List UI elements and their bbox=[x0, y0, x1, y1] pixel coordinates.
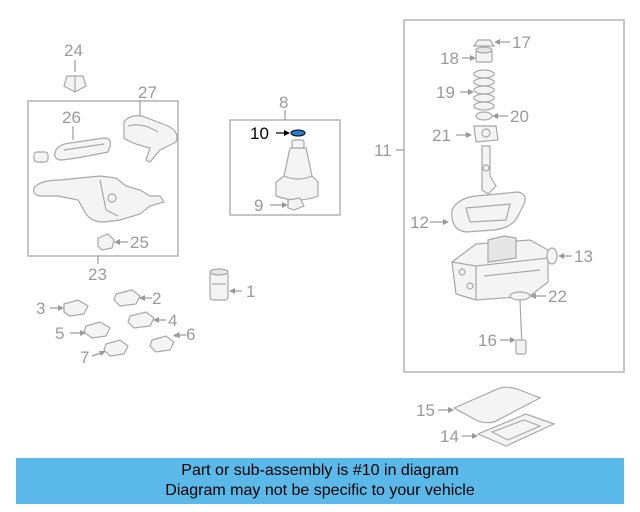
part-14-gasket[interactable] bbox=[462, 413, 556, 447]
part-21-pivot[interactable] bbox=[456, 125, 499, 143]
callout-23: 23 bbox=[88, 265, 107, 284]
banner-line-2: Diagram may not be specific to your vehi… bbox=[165, 482, 475, 499]
parking-brake-group-box bbox=[27, 100, 179, 257]
part-15-cover[interactable] bbox=[438, 386, 542, 424]
callout-4: 4 bbox=[168, 311, 177, 330]
part-9-shift-boot[interactable] bbox=[270, 139, 319, 211]
part-10-knob-insert[interactable] bbox=[276, 129, 306, 137]
part-19-spring[interactable] bbox=[460, 69, 495, 111]
part-23-parking-brake-lever[interactable] bbox=[33, 175, 165, 264]
callout-24: 24 bbox=[64, 41, 83, 60]
part-17-cap[interactable] bbox=[472, 39, 510, 47]
part-1-cylinder[interactable] bbox=[209, 268, 242, 301]
callout-21: 21 bbox=[432, 126, 451, 145]
part-7-switch[interactable] bbox=[91, 339, 129, 357]
shifter-housing[interactable] bbox=[451, 235, 549, 301]
callout-27: 27 bbox=[138, 83, 157, 102]
banner-line-1: Part or sub-assembly is #10 in diagram bbox=[181, 462, 459, 479]
callout-13: 13 bbox=[574, 247, 593, 266]
part-20-washer[interactable] bbox=[475, 111, 508, 121]
callout-16: 16 bbox=[478, 331, 497, 350]
part-27-trim-cover[interactable] bbox=[123, 100, 178, 163]
part-26-handle-grip[interactable] bbox=[33, 126, 111, 163]
callout-2: 2 bbox=[152, 289, 161, 308]
shift-lever-shaft[interactable] bbox=[481, 145, 497, 195]
callout-9: 9 bbox=[254, 196, 263, 215]
callout-14: 14 bbox=[440, 427, 459, 446]
part-2-switch[interactable] bbox=[113, 289, 152, 307]
part-12-gasket-plate[interactable] bbox=[430, 191, 526, 233]
part-3-switch[interactable] bbox=[50, 299, 89, 317]
part-6-switch[interactable] bbox=[149, 332, 186, 353]
callout-6: 6 bbox=[186, 325, 195, 344]
part-4-switch[interactable] bbox=[127, 311, 166, 329]
part-13-grommet[interactable] bbox=[546, 247, 572, 265]
callout-26: 26 bbox=[62, 108, 81, 127]
callout-25: 25 bbox=[130, 233, 149, 252]
part-18-bushing[interactable] bbox=[462, 46, 493, 63]
callout-10: 10 bbox=[250, 124, 269, 143]
callout-17: 17 bbox=[512, 33, 531, 52]
part-5-switch[interactable] bbox=[70, 321, 111, 339]
part-25-bracket[interactable] bbox=[97, 233, 128, 251]
part-24-nut[interactable] bbox=[63, 60, 87, 93]
callout-3: 3 bbox=[36, 299, 45, 318]
callout-18: 18 bbox=[440, 49, 459, 68]
callout-5: 5 bbox=[55, 324, 64, 343]
callout-19: 19 bbox=[436, 83, 455, 102]
callout-1: 1 bbox=[246, 282, 255, 301]
callout-11: 11 bbox=[374, 141, 392, 160]
callout-22: 22 bbox=[548, 287, 567, 306]
part-16-cable-rod[interactable] bbox=[500, 299, 527, 355]
shifter-assembly-group-box bbox=[403, 19, 625, 373]
callout-15: 15 bbox=[416, 401, 435, 420]
callout-8: 8 bbox=[279, 93, 288, 112]
callout-12: 12 bbox=[410, 213, 429, 232]
callout-20: 20 bbox=[510, 107, 529, 126]
callout-7: 7 bbox=[80, 348, 89, 367]
info-banner: Part or sub-assembly is #10 in diagram D… bbox=[16, 458, 624, 504]
part-22-seal[interactable] bbox=[509, 291, 546, 301]
